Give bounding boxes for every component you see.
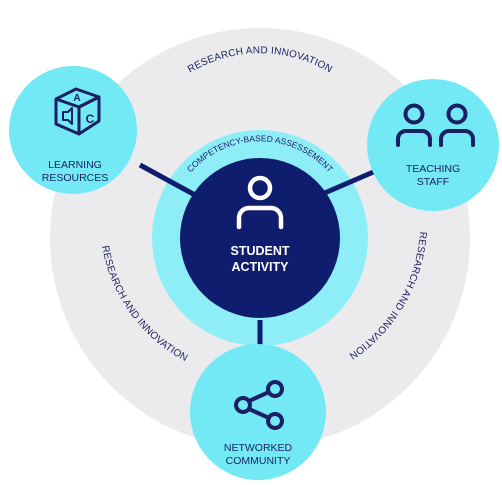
connector-teaching bbox=[319, 167, 379, 198]
connector-learning bbox=[138, 162, 197, 198]
person-icon bbox=[236, 175, 284, 230]
center-label-line1: STUDENT bbox=[230, 244, 289, 258]
teaching-staff-label-line1: TEACHING bbox=[406, 163, 460, 175]
share-network-icon bbox=[234, 380, 284, 430]
networked-community-label-line2: COMMUNITY bbox=[226, 455, 291, 467]
student-activity-circle bbox=[180, 158, 340, 318]
teaching-staff-label-line2: STAFF bbox=[417, 176, 449, 188]
learning-resources-label-line2: RESOURCES bbox=[42, 172, 109, 184]
learning-resources-label-line1: LEARNING bbox=[48, 159, 102, 171]
abc-blocks-icon: A C bbox=[54, 87, 101, 136]
networked-community-label-line1: NETWORKED bbox=[224, 442, 293, 454]
svg-text:C: C bbox=[86, 112, 95, 126]
svg-text:A: A bbox=[73, 93, 80, 104]
people-icon bbox=[396, 103, 475, 147]
center-label-line2: ACTIVITY bbox=[232, 260, 290, 274]
teaching-staff-node bbox=[367, 79, 499, 211]
